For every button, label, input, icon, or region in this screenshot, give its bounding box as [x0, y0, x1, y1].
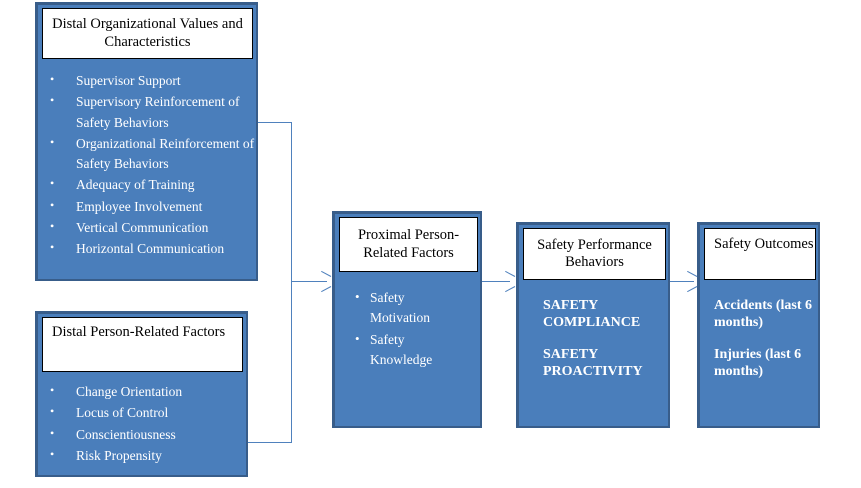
list-item: Risk Propensity	[38, 445, 246, 466]
list-item: Accidents (last 6 months)	[714, 297, 816, 331]
list-item-label: Supervisor Support	[76, 73, 181, 88]
node-header-label: Distal Person-Related Factors	[52, 324, 226, 340]
node-safety-outcomes[interactable]: Safety Outcomes Accidents (last 6 months…	[697, 222, 820, 428]
list-item: Locus of Control	[38, 402, 246, 423]
arrowhead-icon-to-outcomes	[686, 276, 696, 287]
arrowhead-icon-to-proximal	[320, 276, 330, 287]
list-item-label: Vertical Communication	[76, 219, 209, 235]
list-item: Safety Motivation	[353, 287, 463, 329]
list-item: Injuries (last 6 months)	[714, 346, 816, 380]
list-item-label: Locus of Control	[76, 405, 169, 421]
list-item: Safety Knowledge	[353, 329, 463, 371]
list-item-label: Accidents (last 6 months)	[714, 298, 812, 331]
arrowhead-icon-to-performance	[504, 276, 514, 287]
connector-shared-trunk-vertical	[291, 122, 292, 442]
list-item: Vertical Communication	[38, 217, 256, 238]
node-distal-person-related-factors[interactable]: Distal Person-Related Factors Change Ori…	[35, 311, 248, 477]
list-item: Adequacy of Training	[38, 174, 256, 195]
list-item: SAFETY COMPLIANCE	[543, 297, 663, 331]
node-distal-organizational-values[interactable]: Distal Organizational Values and Charact…	[35, 2, 258, 281]
node-header-distal-person-related-factors: Distal Person-Related Factors	[42, 317, 243, 372]
connector-performance-to-outcomes	[670, 281, 694, 282]
node-header-label: Proximal Person-Related Factors	[357, 227, 460, 261]
list-item-label: Conscientiousness	[76, 426, 176, 442]
list-item-label: Adequacy of Training	[76, 177, 195, 193]
list-item-label: Safety Motivation	[370, 290, 430, 326]
node-header-label: Distal Organizational Values and Charact…	[52, 16, 243, 50]
node-safety-performance-behaviors[interactable]: Safety Performance Behaviors SAFETY COMP…	[516, 222, 670, 428]
list-item-label: Employee Involvement	[76, 198, 203, 214]
node-header-safety-performance-behaviors: Safety Performance Behaviors	[523, 228, 666, 280]
list-item-label: Injuries (last 6 months)	[714, 347, 802, 380]
list-item: Supervisory Reinforcement of Safety Beha…	[38, 91, 256, 133]
list-item-label: Safety Knowledge	[370, 331, 433, 367]
list-item: Change Orientation	[38, 381, 246, 402]
list-item-label: Change Orientation	[76, 384, 183, 399]
list-item: Employee Involvement	[38, 195, 256, 217]
connector-distal-person-horizontal	[248, 442, 292, 443]
node-header-safety-outcomes: Safety Outcomes	[704, 228, 816, 280]
list-item-label: SAFETY COMPLIANCE	[543, 298, 641, 331]
connector-trunk-to-proximal	[291, 281, 327, 282]
node-items-distal-organizational-values: Supervisor Support Supervisory Reinforce…	[38, 70, 256, 260]
node-header-label: Safety Outcomes	[714, 236, 814, 252]
list-item: Organizational Reinforcement of Safety B…	[38, 133, 256, 175]
node-items-safety-outcomes: Accidents (last 6 months) Injuries (last…	[714, 297, 816, 380]
list-item: Supervisor Support	[38, 70, 256, 91]
list-item-label: Supervisory Reinforcement of Safety Beha…	[76, 94, 240, 130]
list-item: Conscientiousness	[38, 423, 246, 445]
list-item: Horizontal Communication	[38, 238, 256, 259]
connector-distal-org-horizontal	[258, 122, 292, 123]
list-item-label: Organizational Reinforcement of Safety B…	[76, 135, 255, 171]
node-items-safety-performance-behaviors: SAFETY COMPLIANCE SAFETY PROACTIVITY	[543, 297, 663, 380]
node-header-label: Safety Performance Behaviors	[537, 236, 652, 270]
list-item-label: Horizontal Communication	[76, 241, 225, 256]
list-item-label: Risk Propensity	[76, 447, 162, 463]
connector-proximal-to-performance	[482, 281, 510, 282]
node-proximal-person-related-factors[interactable]: Proximal Person-Related Factors Safety M…	[332, 211, 482, 428]
list-item: SAFETY PROACTIVITY	[543, 346, 663, 380]
node-header-distal-organizational-values: Distal Organizational Values and Charact…	[42, 8, 253, 59]
node-items-proximal-person-related-factors: Safety Motivation Safety Knowledge	[353, 287, 463, 371]
node-header-proximal-person-related-factors: Proximal Person-Related Factors	[339, 217, 478, 272]
node-items-distal-person-related-factors: Change Orientation Locus of Control Cons…	[38, 381, 246, 467]
list-item-label: SAFETY PROACTIVITY	[543, 347, 643, 380]
